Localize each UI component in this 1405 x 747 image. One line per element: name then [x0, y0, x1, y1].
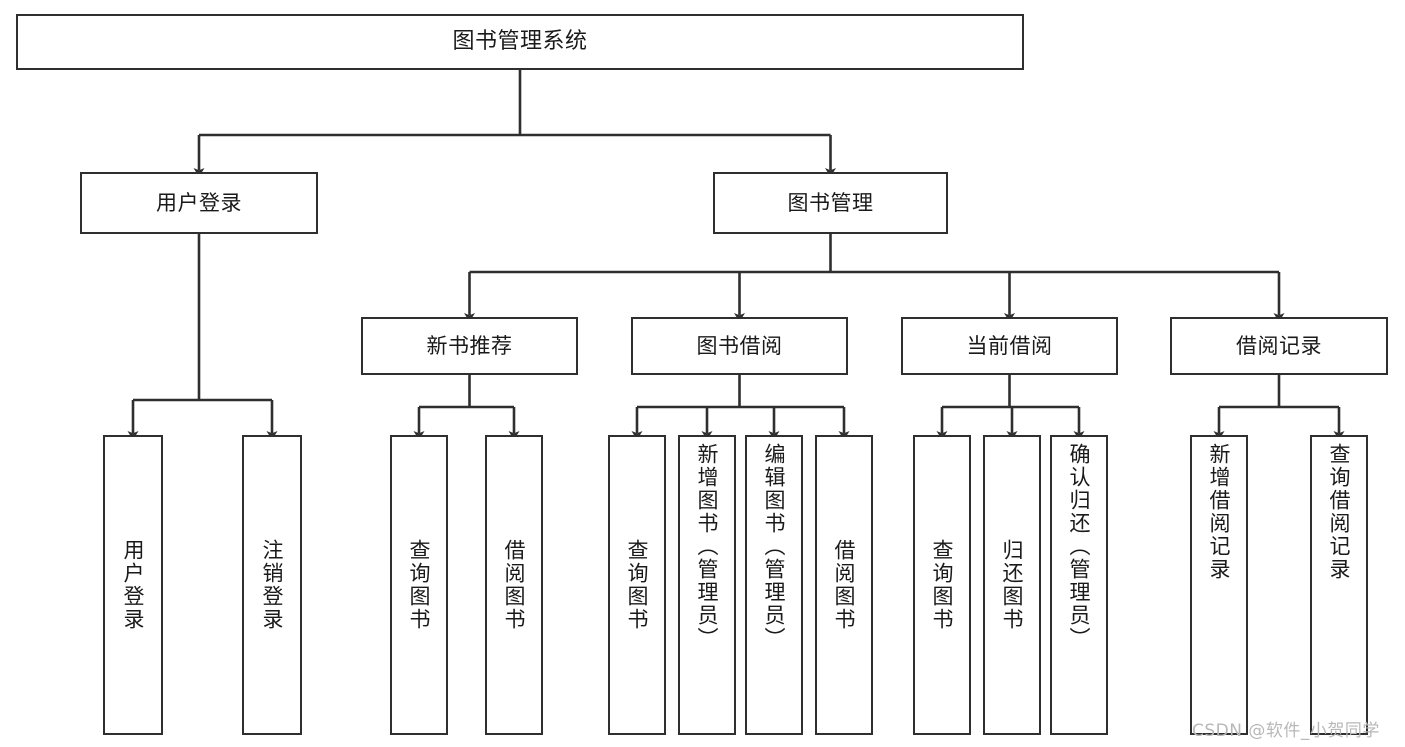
node-current[interactable]: 当前借阅: [901, 317, 1118, 375]
node-label: 确认归还（管理员）: [1067, 443, 1092, 650]
node-label: 查询图书: [930, 539, 955, 631]
node-bookmgmt[interactable]: 图书管理: [713, 172, 948, 234]
node-leaf8[interactable]: 借阅图书: [815, 435, 873, 735]
node-leaf2[interactable]: 注销登录: [242, 435, 302, 735]
node-leaf1[interactable]: 用户登录: [103, 435, 163, 735]
node-label: 图书借阅: [696, 333, 783, 358]
node-label: 图书管理系统: [452, 29, 588, 55]
node-leaf5[interactable]: 查询图书: [608, 435, 666, 735]
node-leaf6[interactable]: 新增图书（管理员）: [678, 435, 736, 735]
node-label: 新增借阅记录: [1207, 443, 1232, 581]
node-label: 新书推荐: [426, 333, 513, 358]
node-records[interactable]: 借阅记录: [1170, 317, 1388, 375]
node-label: 借阅图书: [502, 539, 527, 631]
node-label: 借阅图书: [832, 539, 857, 631]
node-label: 编辑图书（管理员）: [762, 443, 787, 650]
node-label: 用户登录: [121, 539, 146, 631]
node-label: 新增图书（管理员）: [695, 443, 720, 650]
node-root[interactable]: 图书管理系统: [16, 14, 1024, 70]
node-label: 查询图书: [407, 539, 432, 631]
node-leaf10[interactable]: 归还图书: [983, 435, 1041, 735]
node-label: 查询借阅记录: [1327, 443, 1352, 581]
node-leaf13[interactable]: 查询借阅记录: [1310, 435, 1368, 735]
node-login[interactable]: 用户登录: [80, 172, 318, 234]
node-leaf4[interactable]: 借阅图书: [485, 435, 543, 735]
node-borrow[interactable]: 图书借阅: [631, 317, 848, 375]
node-label: 当前借阅: [966, 333, 1053, 358]
node-newbook[interactable]: 新书推荐: [361, 317, 578, 375]
node-leaf12[interactable]: 新增借阅记录: [1190, 435, 1248, 735]
node-leaf3[interactable]: 查询图书: [390, 435, 448, 735]
node-label: 借阅记录: [1236, 333, 1322, 358]
node-label: 查询图书: [625, 539, 650, 631]
node-leaf7[interactable]: 编辑图书（管理员）: [745, 435, 803, 735]
node-label: 注销登录: [260, 539, 285, 631]
watermark: CSDN @软件_小贺同学: [1192, 721, 1380, 741]
node-leaf9[interactable]: 查询图书: [913, 435, 971, 735]
node-label: 图书管理: [787, 190, 874, 215]
node-leaf11[interactable]: 确认归还（管理员）: [1050, 435, 1108, 735]
node-label: 归还图书: [1000, 539, 1025, 631]
node-label: 用户登录: [156, 190, 242, 215]
